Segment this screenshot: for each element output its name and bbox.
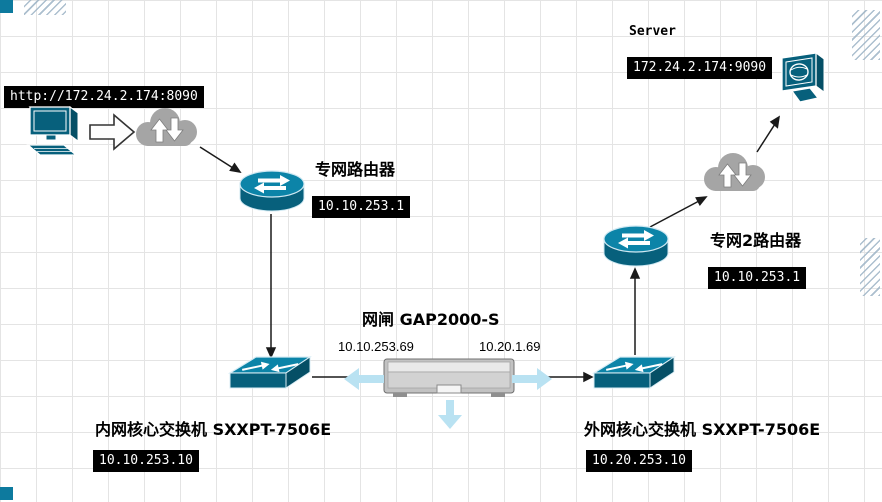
router2-ip-label: 10.10.253.1 [708, 267, 807, 289]
connector-cloud2-to-server [756, 115, 780, 153]
router2-icon [602, 223, 670, 271]
workstation-icon [22, 103, 88, 161]
page-hatch-mark [24, 0, 66, 15]
external-switch-icon [592, 353, 676, 401]
gap-title: 网闸 GAP2000-S [362, 310, 500, 329]
page-hatch-mark [860, 238, 880, 296]
connector-cloud1-to-router1 [199, 146, 242, 174]
pale-left-arrow-icon [344, 366, 384, 392]
router2-label: 专网2路由器 [710, 231, 802, 250]
page-corner-marker [0, 0, 13, 13]
connector-switch2-to-router2 [629, 267, 641, 355]
gap-device-icon [383, 357, 515, 399]
server-icon [772, 50, 834, 112]
external-switch-label: 外网核心交换机 SXXPT-7506E [584, 420, 821, 439]
pale-right-arrow-icon [512, 366, 552, 392]
connector-router1-to-switch1 [265, 214, 277, 359]
gap-right-ip-label: 10.20.1.69 [479, 339, 541, 354]
router1-icon [238, 168, 306, 216]
server-title-label: Server [629, 24, 676, 39]
gap-left-ip-label: 10.10.253.69 [338, 339, 414, 354]
pale-down-arrow-icon [437, 400, 463, 430]
client-url-label: http://172.24.2.174:8090 [4, 86, 204, 108]
internet-cloud2-icon [698, 148, 770, 200]
external-switch-ip-label: 10.20.253.10 [586, 450, 692, 472]
flow-block-arrow-icon [88, 112, 136, 152]
router1-label: 专网路由器 [315, 160, 396, 179]
internal-switch-icon [228, 353, 312, 401]
page-hatch-mark [852, 10, 880, 60]
internal-switch-label: 内网核心交换机 SXXPT-7506E [95, 420, 332, 439]
router1-ip-label: 10.10.253.1 [312, 196, 411, 218]
server-address-label: 172.24.2.174:9090 [627, 57, 773, 79]
internal-switch-ip-label: 10.10.253.10 [93, 450, 199, 472]
internet-cloud-icon [130, 103, 202, 155]
page-corner-marker [0, 487, 13, 500]
